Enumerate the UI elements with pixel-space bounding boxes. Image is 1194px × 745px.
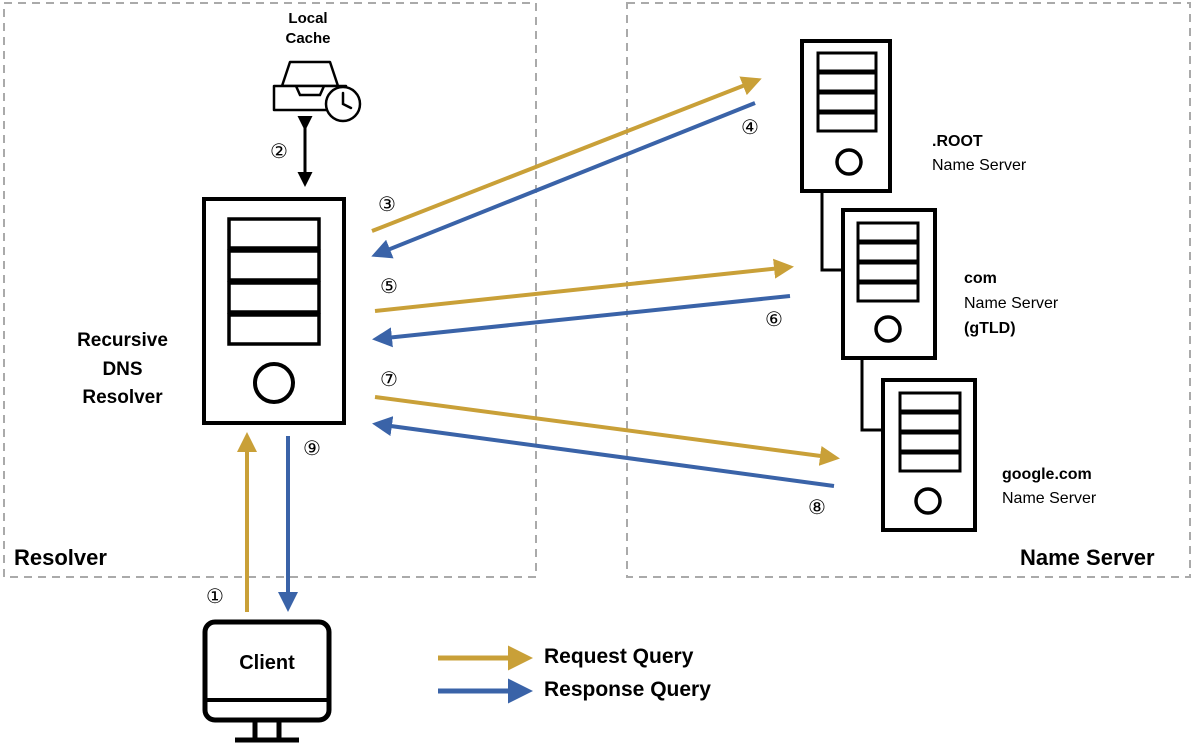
com-server-label: com Name Server (gTLD)	[964, 267, 1058, 341]
name-server-region	[626, 2, 1191, 578]
legend-request-label: Request Query	[544, 645, 694, 668]
resolver-label: Recursive DNS Resolver	[55, 327, 190, 413]
resolver-region-label: Resolver	[14, 545, 107, 570]
arrow-step-5-request	[374, 258, 794, 313]
client-monitor-icon	[202, 619, 332, 743]
name-server-region-label: Name Server	[1020, 545, 1155, 570]
resolver-label-line2: DNS	[102, 358, 143, 380]
google-server-label: google.com Name Server	[1002, 463, 1096, 511]
root-com-connector	[820, 191, 843, 272]
step-1-label: ①	[206, 586, 224, 608]
local-cache-label: Local Cache	[278, 10, 338, 48]
local-cache-label-line2: Cache	[285, 30, 331, 48]
step-7-label: ⑦	[380, 369, 398, 391]
google-server-name: google.com	[1002, 466, 1092, 483]
local-cache-label-line1: Local	[288, 10, 328, 27]
arrow-step-3-request	[371, 76, 762, 233]
com-server-name: com	[964, 270, 997, 287]
com-server-extra: (gTLD)	[964, 319, 1016, 337]
google-server-sub: Name Server	[1002, 490, 1097, 507]
com-server-sub: Name Server	[964, 294, 1059, 312]
step-3-label: ③	[378, 194, 396, 216]
resolver-label-line3: Resolver	[82, 387, 163, 408]
step-9-label: ⑨	[303, 438, 321, 460]
google-server-icon	[881, 378, 977, 532]
root-server-name: .ROOT	[932, 133, 983, 150]
step-2-label: ②	[270, 141, 288, 163]
resolver-server-icon	[202, 197, 346, 425]
resolver-region	[3, 2, 537, 578]
com-google-connector	[860, 358, 883, 432]
client-label: Client	[239, 652, 295, 674]
step-4-label: ④	[741, 117, 759, 139]
local-cache-icon	[272, 60, 362, 123]
step-8-label: ⑧	[808, 497, 826, 519]
legend-response-label: Response Query	[544, 678, 711, 701]
com-server-icon	[841, 208, 937, 360]
root-server-sub: Name Server	[932, 157, 1027, 174]
step-6-label: ⑥	[765, 309, 783, 331]
root-server-label: .ROOT Name Server	[932, 130, 1026, 178]
arrow-step-6-response	[372, 294, 791, 348]
arrow-step-4-response	[371, 101, 756, 259]
arrow-step-8-response	[372, 416, 835, 488]
step-5-label: ⑤	[380, 276, 398, 298]
resolver-label-line1: Recursive	[77, 330, 168, 351]
arrow-step-7-request	[374, 395, 840, 466]
root-server-icon	[800, 39, 892, 193]
